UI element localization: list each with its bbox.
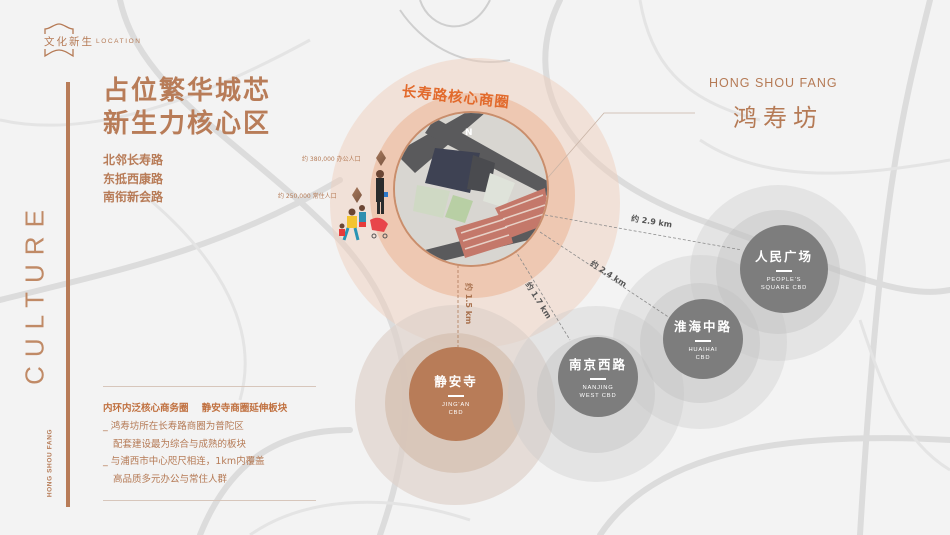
vertical-accent-bar xyxy=(66,82,70,507)
desc-bullet-2-line-1: _ 与浦西市中心咫尺相连，1km内覆盖 xyxy=(103,456,265,468)
badge-frame-icon xyxy=(44,23,74,58)
resident-diamond-icon xyxy=(352,187,362,203)
cbd-divider xyxy=(448,395,464,397)
cbd-divider xyxy=(695,340,711,342)
cbd-name-cn: 人民广场 xyxy=(754,249,813,265)
aerial-site-illustration: N xyxy=(395,113,547,265)
cbd-name-en-1: HUAIHAI xyxy=(688,346,718,353)
description-block: 内环内泛核心商务圈 静安寺商圈延伸板块 _ 鸿寿坊所在长寿路商圈为普陀区 配套建… xyxy=(103,400,333,489)
cbd-name-cn: 淮海中路 xyxy=(673,319,732,335)
cbd-name-cn: 静安寺 xyxy=(434,374,478,390)
desc-bullet-1-line-1: _ 鸿寿坊所在长寿路商圈为普陀区 xyxy=(103,420,244,432)
cbd-nanjing-west[interactable]: 南京西路 NANJING WEST CBD xyxy=(558,337,638,417)
project-name-en: HONG SHOU FANG xyxy=(709,76,838,90)
section-badge: 文化新生 LOCATION xyxy=(42,22,140,58)
project-name-cn: 鸿寿坊 xyxy=(733,104,823,132)
cbd-name-en-2: CBD xyxy=(695,354,711,361)
title-line-1: 占位繁华城芯 xyxy=(103,76,272,106)
badge-cn-text: 文化新生 xyxy=(44,36,94,48)
office-diamond-icon xyxy=(376,150,386,166)
resident-population: 约 250,000 常住人口 xyxy=(278,193,337,200)
people-illustration xyxy=(339,170,388,241)
cbd-name-en-1: PEOPLE'S xyxy=(766,276,802,283)
road-list: 北邻长寿路 东抵西康路 南衔新会路 xyxy=(103,151,163,207)
desc-bullet-2-line-2: 高品质多元办公与常住人群 xyxy=(113,474,228,486)
desc-bullet-1-line-2: 配套建设最为综合与成熟的板块 xyxy=(113,438,247,450)
cbd-name-en-1: NANJING xyxy=(582,384,614,391)
cbd-name-en-1: JING'AN xyxy=(442,401,470,408)
road-item: 南衔新会路 xyxy=(103,190,164,204)
cbd-huaihai[interactable]: 淮海中路 HUAIHAI CBD xyxy=(663,299,743,379)
distance-jingan: 约 1.5 km xyxy=(464,283,473,325)
desc-headline: 内环内泛核心商务圈 静安寺商圈延伸板块 xyxy=(103,403,288,414)
svg-text:N: N xyxy=(465,128,473,138)
cbd-peoples-square[interactable]: 人民广场 PEOPLE'S SQUARE CBD xyxy=(740,225,828,313)
cbd-jingan[interactable]: 静安寺 JING'AN CBD xyxy=(409,347,503,441)
cbd-name-en-2: WEST CBD xyxy=(579,392,617,399)
cbd-name-cn: 南京西路 xyxy=(568,357,627,373)
cbd-divider xyxy=(590,378,606,380)
cbd-name-en-2: SQUARE CBD xyxy=(760,284,808,291)
office-population: 约 380,000 办公人口 xyxy=(302,156,361,163)
desc-bottom-divider xyxy=(103,500,316,501)
desc-top-divider xyxy=(103,386,316,387)
badge-en-text: LOCATION xyxy=(96,38,142,45)
road-item: 北邻长寿路 xyxy=(103,153,164,167)
title-line-2: 新生力核心区 xyxy=(103,109,272,139)
cbd-divider xyxy=(776,270,792,272)
project-aerial-map: N xyxy=(393,111,549,267)
road-item: 东抵西康路 xyxy=(103,171,164,186)
cbd-name-en-2: CBD xyxy=(448,409,464,416)
page-title: 占位繁华城芯 新生力核心区 xyxy=(103,75,271,141)
